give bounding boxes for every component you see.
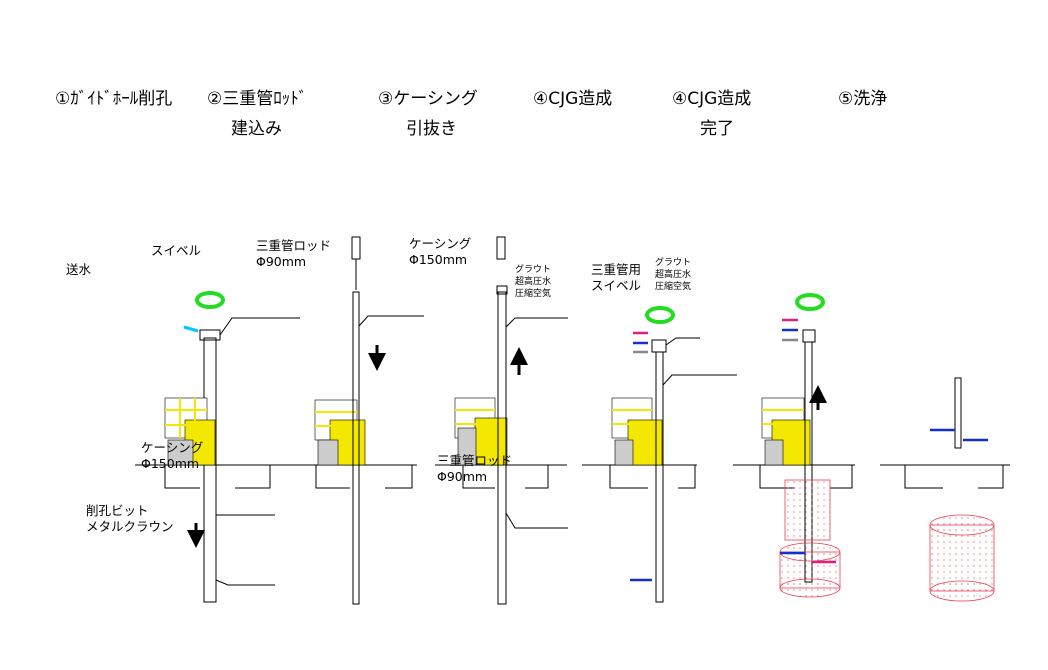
water-supply-label: 送水 xyxy=(66,262,92,277)
step5-rod xyxy=(954,377,962,449)
step-3-title: ③ケーシング引抜き xyxy=(378,89,478,139)
machine-2 xyxy=(314,399,366,466)
rotation-arrow-4b xyxy=(795,293,825,311)
machine-1 xyxy=(164,397,216,466)
drill-bit-label: 削孔ビットメタルクラウン xyxy=(86,503,174,534)
ground-lines xyxy=(135,464,1010,489)
step1-casing xyxy=(199,317,300,603)
rotation-arrow-1 xyxy=(195,291,225,309)
step-1-title: ①ｶﾞｲﾄﾞﾎｰﾙ削孔 xyxy=(55,89,173,109)
fluid-labels-4: グラウト超高圧水圧縮空気 xyxy=(655,258,692,292)
step3-casing-rod xyxy=(496,236,568,605)
step4b-column xyxy=(779,479,841,598)
step-2-title: ②三重管ﾛｯﾄﾞ建込み xyxy=(207,89,308,139)
rotation-arrow-4 xyxy=(645,306,675,324)
step5-jets xyxy=(930,428,988,442)
step-4-title: ④CJG造成 xyxy=(533,89,613,109)
fluid-labels-3: グラウト超高圧水圧縮空気 xyxy=(515,265,552,299)
step4-rod xyxy=(651,337,737,603)
machine-3 xyxy=(454,397,508,466)
triple-swivel-label: 三重管用スイベル xyxy=(591,262,642,293)
step2-rod xyxy=(351,236,424,605)
machine-5 xyxy=(761,397,811,466)
step4-inlets xyxy=(630,331,652,582)
step-4b-title: ④CJG造成完了 xyxy=(672,89,752,139)
step4b-inlets xyxy=(782,318,798,342)
swivel-label: スイベル xyxy=(151,243,202,258)
machine-4 xyxy=(611,397,663,466)
step-5-title: ⑤洗浄 xyxy=(838,89,888,109)
step5-column xyxy=(929,514,995,602)
step4b-jets xyxy=(780,551,836,564)
water-inlet xyxy=(183,325,199,333)
